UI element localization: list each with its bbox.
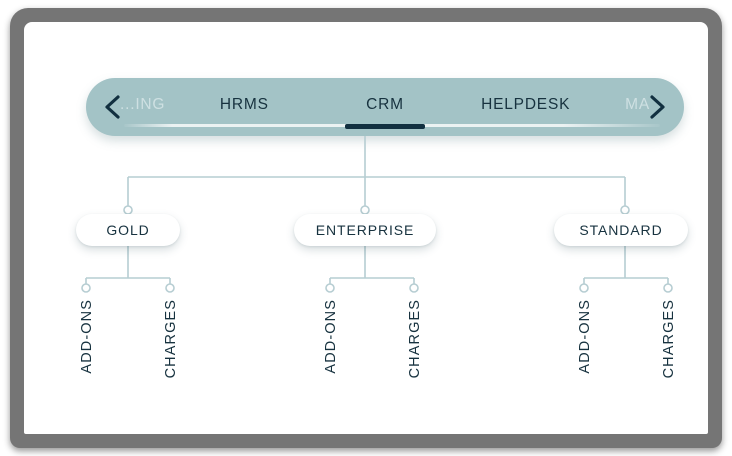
tab-label: CRM [366,96,404,113]
tab-label: HRMS [219,96,269,113]
tree-node-enterprise[interactable]: ENTERPRISE [294,214,436,246]
chevron-left-icon[interactable] [100,92,126,122]
leaf-standard-add-ons[interactable]: ADD-ONS [577,299,593,374]
tab-clipped-left[interactable]: ...ING [120,78,174,136]
screen-canvas: ...ING HRMS CRM HELPDESK MA [24,22,708,434]
tab-strip: ...ING HRMS CRM HELPDESK MA [86,78,684,136]
leaf-gold-add-ons[interactable]: ADD-ONS [79,299,95,374]
tab-label: ...ING [120,96,166,113]
tree-node-gold[interactable]: GOLD [76,214,180,246]
tree-node-label: GOLD [106,222,150,238]
tab-helpdesk[interactable]: HELPDESK [455,78,596,136]
device-frame: ...ING HRMS CRM HELPDESK MA [10,8,722,448]
leaf-standard-charges[interactable]: CHARGES [661,299,677,379]
tree-node-label: STANDARD [579,222,663,238]
module-tab-bar: ...ING HRMS CRM HELPDESK MA [86,78,684,136]
tree-node-label: ENTERPRISE [315,222,415,238]
tab-label: HELPDESK [481,96,571,113]
tab-label: MA [625,96,651,113]
tab-hrms[interactable]: HRMS [174,78,315,136]
leaf-enterprise-add-ons[interactable]: ADD-ONS [323,299,339,374]
leaf-enterprise-charges[interactable]: CHARGES [407,299,423,379]
tree-node-standard[interactable]: STANDARD [554,214,688,246]
chevron-right-icon[interactable] [644,92,670,122]
tab-crm[interactable]: CRM [315,78,456,136]
leaf-gold-charges[interactable]: CHARGES [163,299,179,379]
tab-clipped-right[interactable]: MA [596,78,650,136]
